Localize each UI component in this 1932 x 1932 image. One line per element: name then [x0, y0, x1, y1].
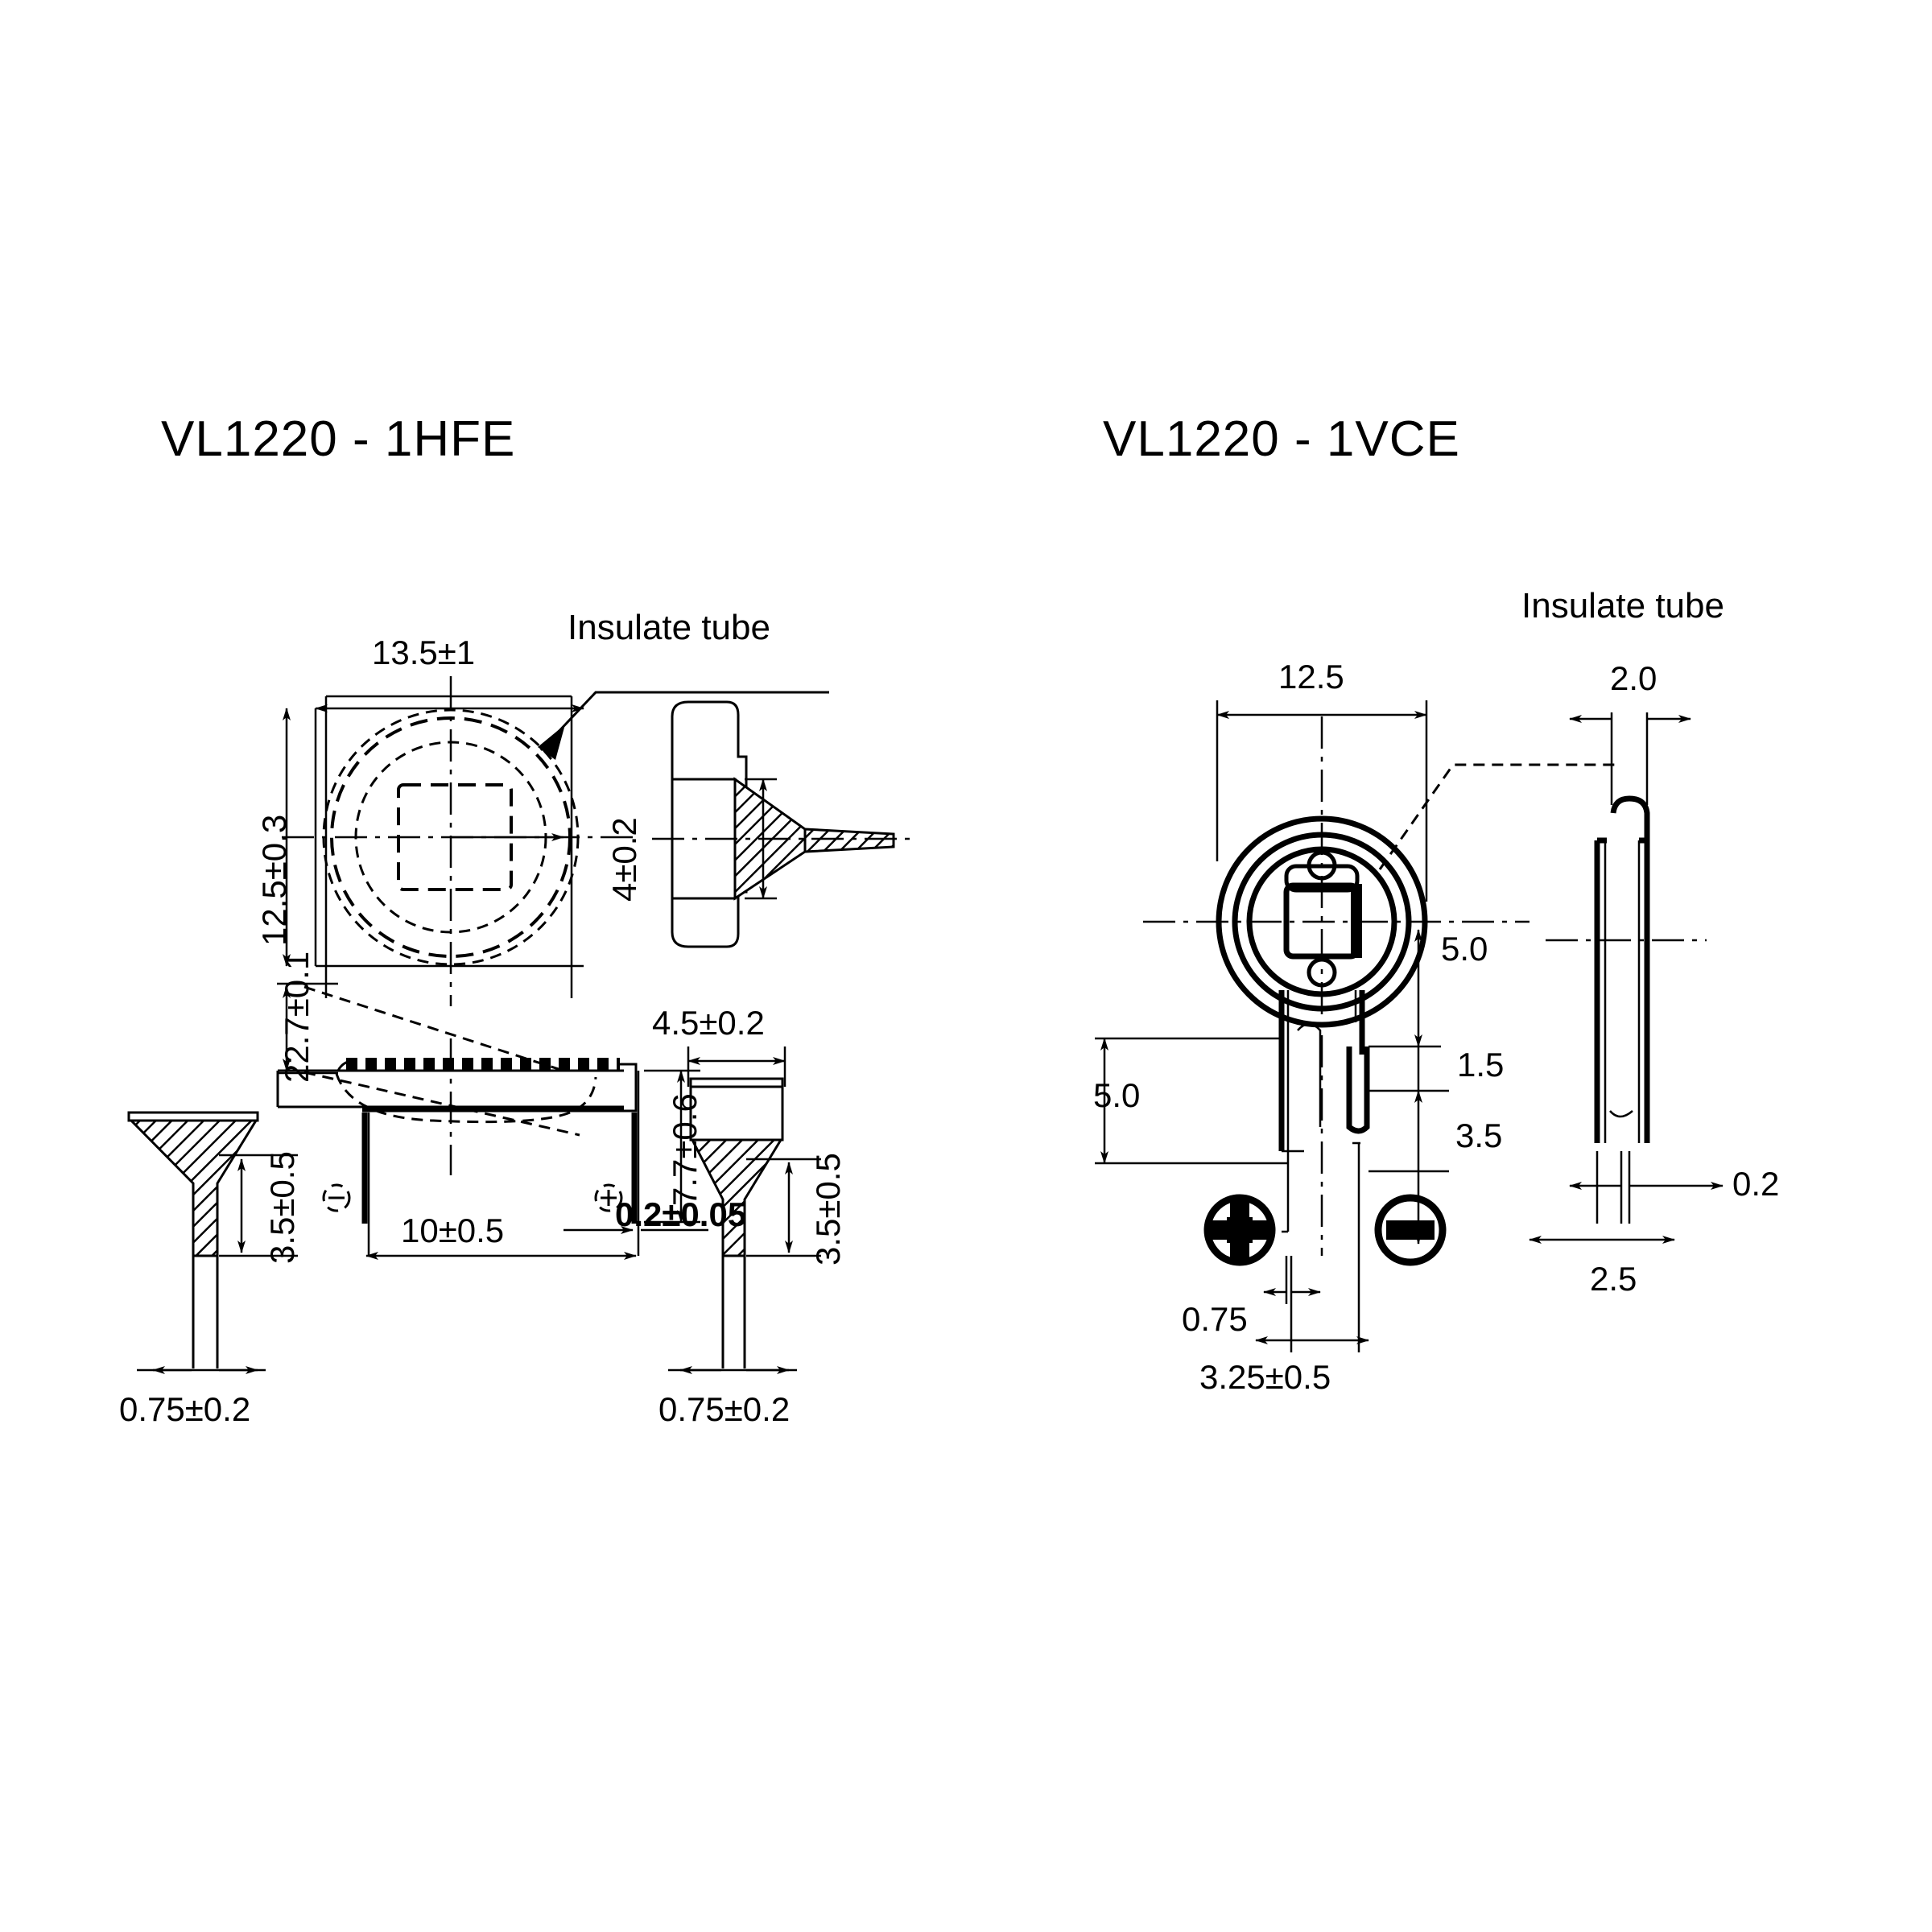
- hfe-dim-body-span: 10±0.5: [401, 1212, 505, 1249]
- hfe-dim-width-top: 13.5±1: [372, 634, 476, 671]
- vce-dim-lead-pitch: 3.25±0.5: [1199, 1358, 1331, 1396]
- hfe-negative-marker: [322, 1183, 351, 1212]
- vce-dim-step-1: 1.5: [1457, 1046, 1505, 1084]
- vce-dim-lead-length-left: 5.0: [1093, 1076, 1141, 1114]
- hfe-dim-tab-thickness: 0.2±0.05: [615, 1195, 747, 1233]
- hfe-dim-tab-height: 7.7±0.6: [666, 1093, 704, 1206]
- vce-dim-cell-diameter: 12.5: [1278, 658, 1344, 696]
- hfe-insulate-tube-callout: Insulate tube: [568, 608, 770, 647]
- hfe-dim-terminal-thickness: 4±0.2: [605, 817, 643, 902]
- vce-front-view: [1095, 700, 1618, 1352]
- hfe-dim-lead-length-right: 3.5±0.5: [809, 1153, 847, 1265]
- vce-dim-side-body-width: 2.5: [1590, 1260, 1637, 1298]
- hfe-dim-overall-length: 22.7±0.1: [278, 951, 316, 1083]
- vce-insulate-tube-callout: Insulate tube: [1521, 586, 1724, 625]
- hfe-dim-lead-dia-right: 0.75±0.2: [658, 1390, 791, 1428]
- vce-side-view: [1529, 712, 1724, 1244]
- hfe-side-view: [652, 700, 918, 948]
- vce-dim-lead-dia: 0.75: [1182, 1300, 1248, 1338]
- hfe-dim-lead-length-left: 3.5±0.5: [263, 1151, 301, 1264]
- vce-dim-tab-drop-right: 5.0: [1441, 930, 1488, 968]
- vce-dim-step-2: 3.5: [1455, 1117, 1503, 1154]
- hfe-left-terminal-detail: [127, 1111, 298, 1374]
- hfe-positive-marker: [594, 1183, 623, 1212]
- hfe-top-view: [282, 676, 829, 1006]
- hfe-right-terminal-detail: [668, 1046, 821, 1374]
- vce-drawing-title: VL1220 - 1VCE: [1103, 411, 1460, 467]
- hfe-drawing-title: VL1220 - 1HFE: [161, 411, 516, 467]
- vce-negative-marker: [1374, 1194, 1447, 1266]
- hfe-cross-section: [276, 982, 708, 1260]
- vce-dim-side-tab-thickness: 0.2: [1732, 1165, 1780, 1203]
- hfe-dim-height-top: 12.5±0.3: [255, 814, 293, 946]
- vce-dim-side-tab-width: 2.0: [1610, 659, 1657, 697]
- vce-positive-marker: [1203, 1194, 1276, 1266]
- hfe-dim-tab-width: 4.5±0.2: [652, 1004, 765, 1042]
- hfe-dim-lead-dia-left: 0.75±0.2: [119, 1390, 251, 1428]
